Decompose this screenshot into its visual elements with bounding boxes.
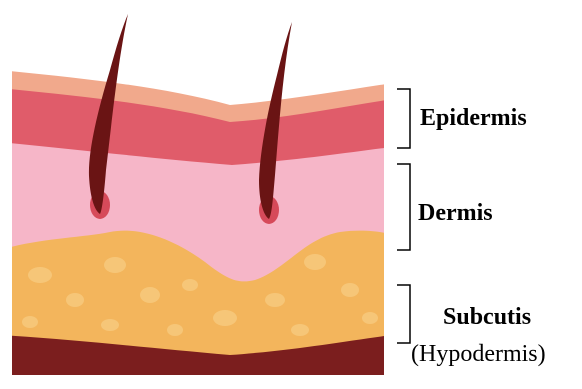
epidermis-label: Epidermis xyxy=(420,106,527,130)
dermis-bracket xyxy=(397,164,410,250)
dermis-label: Dermis xyxy=(418,201,493,225)
hypodermis-label: (Hypodermis) xyxy=(411,342,546,366)
subcutis-bracket xyxy=(397,285,410,343)
subcutis-label: Subcutis xyxy=(443,305,531,329)
epidermis-bracket xyxy=(397,89,410,148)
